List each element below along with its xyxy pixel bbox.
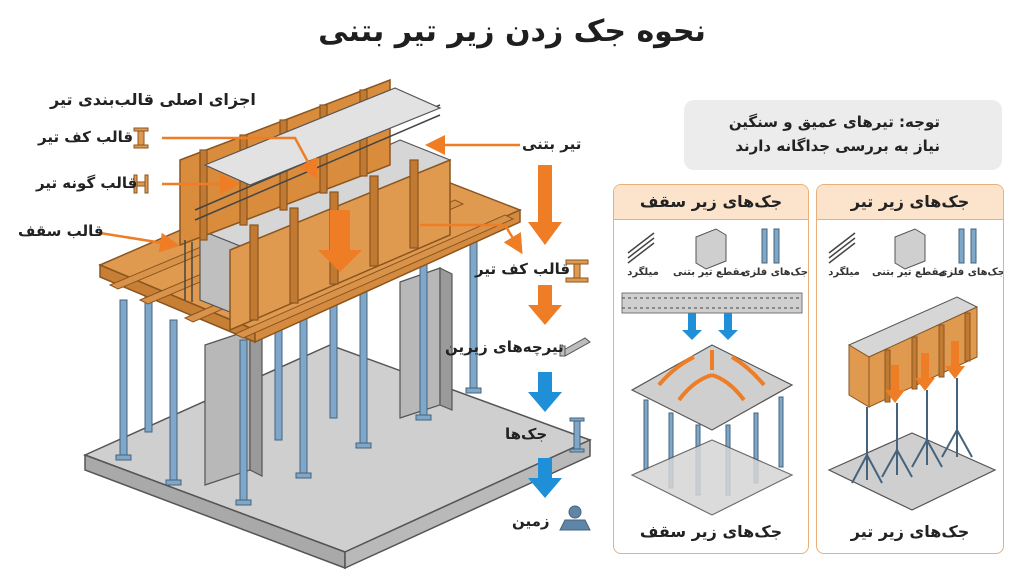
beam-icon-section-label: مقطع تیر بتنی: [871, 267, 945, 278]
metal-jacks-icon: [958, 228, 977, 264]
flow-step-bottom-form: قالب کف تیر: [475, 260, 571, 278]
label-slab-form: قالب سقف: [18, 222, 104, 240]
rebar-icon: [627, 232, 655, 264]
ground-icon: [559, 505, 591, 531]
flow-step-beam: تیر بتنی: [522, 135, 582, 153]
panel-beam-header: جک‌های زیر تیر: [817, 185, 1003, 220]
jack-icon: [569, 417, 585, 453]
slab-icon-rebar-label: میلگرد: [627, 267, 659, 278]
slab-jacks-illustration: [621, 228, 803, 516]
arrow-bottom-form: [162, 136, 318, 180]
beam-section-icon: [894, 228, 926, 270]
steel-props: [115, 241, 482, 506]
side-form-icon: [133, 127, 149, 194]
beam-icon-jacks-label: جک‌های فلزی: [938, 267, 1004, 278]
panel-beam-jacks: جک‌های زیر تیر میلگرد مقطع تیر بتنی جک‌ه…: [816, 184, 1004, 554]
note-text: توجه: تیرهای عمیق و سنگین نیاز به بررسی …: [728, 113, 940, 155]
panel-slab-header: جک‌های زیر سقف: [614, 185, 808, 220]
beam-jacks-illustration: [827, 228, 997, 511]
label-beam-side-form: قالب گونه تیر: [36, 174, 138, 192]
beam-icon-rebar-label: میلگرد: [828, 267, 860, 278]
beam-section-icon: [695, 228, 727, 270]
label-beam-bottom-form: قالب کف تیر: [38, 128, 134, 146]
rebar-icon: [828, 232, 856, 264]
page-title: نحوه جک زدن زیر تیر بتنی: [318, 14, 706, 49]
flow-arrows: [528, 165, 562, 498]
slab-icon-section-label: مقطع تیر بتنی: [672, 267, 746, 278]
panel-beam-footer: جک‌های زیر تیر: [850, 522, 970, 541]
joist-icon: [559, 337, 591, 357]
panel-slab-jacks: جک‌های زیر سقف میلگرد مقطع تیر بتنی جک‌ه…: [613, 184, 809, 554]
metal-jacks-icon: [761, 228, 780, 264]
load-arrow: [318, 210, 362, 272]
note-box: توجه: تیرهای عمیق و سنگین نیاز به بررسی …: [684, 100, 1002, 170]
slab-icon-jacks-label: جک‌های فلزی: [741, 267, 808, 278]
parts-heading: اجزای اصلی قالب‌بندی تیر: [50, 90, 256, 109]
flow-step-ground: زمین: [512, 512, 550, 530]
panel-slab-footer: جک‌های زیر سقف: [639, 522, 783, 541]
flow-step-jacks: جک‌ها: [505, 425, 548, 443]
flow-step-joists: تیرچه‌های زیرین: [445, 338, 564, 356]
beam-bottom-form-icon: [565, 259, 589, 283]
